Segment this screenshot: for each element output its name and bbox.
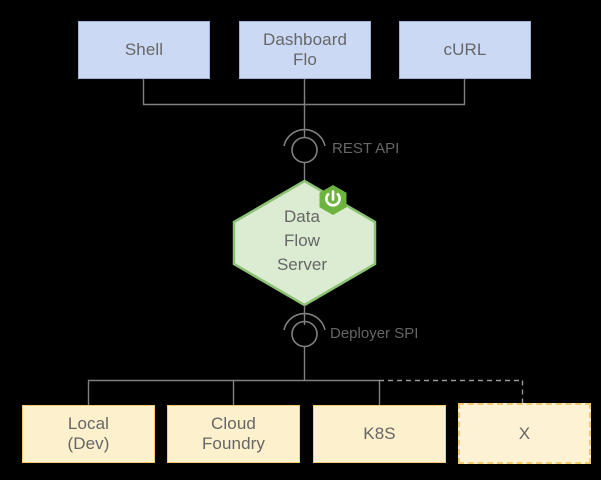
platform-box-cloud-foundry-label: Cloud Foundry <box>201 414 266 453</box>
rest-api-interface-symbol <box>283 128 326 180</box>
platform-box-local-dev[interactable]: Local (Dev) <box>22 405 155 463</box>
platforms-bus-solid <box>87 379 381 405</box>
client-box-shell-label: Shell <box>124 40 164 59</box>
platform-box-x-label: X <box>518 423 531 443</box>
platform-box-k8s[interactable]: K8S <box>313 405 446 463</box>
platform-box-cloud-foundry[interactable]: Cloud Foundry <box>167 405 300 463</box>
deployer-spi-interface-symbol <box>283 312 326 381</box>
rest-api-label: REST API <box>332 140 400 157</box>
data-flow-server-label: Data Flow Server <box>276 207 328 274</box>
deployer-spi-socket-arc <box>283 312 326 331</box>
deployer-spi-lollipop-circle <box>291 320 318 348</box>
platform-box-local-dev-label: Local (Dev) <box>67 414 110 453</box>
platform-box-k8s-label: K8S <box>363 424 396 443</box>
client-box-curl-label: cURL <box>443 40 487 59</box>
rest-api-socket-arc <box>283 128 326 147</box>
client-box-dashboard-flo[interactable]: Dashboard Flo <box>239 21 371 79</box>
client-box-curl[interactable]: cURL <box>399 21 531 79</box>
rest-api-lollipop-circle <box>291 136 318 164</box>
deployer-spi-label: Deployer SPI <box>330 325 419 342</box>
clients-to-rest-api-connector <box>142 79 466 137</box>
spring-boot-logo-icon <box>319 185 347 215</box>
client-box-dashboard-flo-label: Dashboard Flo <box>262 30 348 69</box>
platforms-bus-dashed <box>379 379 524 403</box>
client-box-shell[interactable]: Shell <box>78 21 210 79</box>
platform-box-x[interactable]: X <box>458 403 591 464</box>
